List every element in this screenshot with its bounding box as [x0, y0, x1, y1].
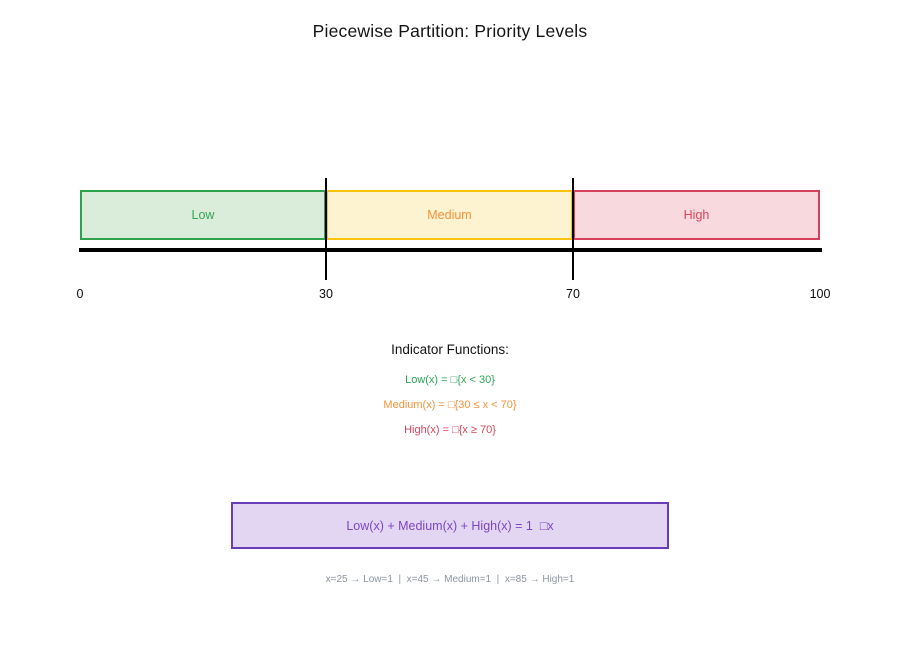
tick-label-100: 100	[809, 287, 831, 301]
tick-label-70: 70	[566, 287, 580, 301]
region-label-low: Low	[191, 208, 215, 222]
region-box-high: High	[573, 190, 820, 240]
indicator-heading: Indicator Functions:	[391, 342, 509, 357]
tick-label-0: 0	[76, 287, 84, 301]
number-line-axis	[79, 248, 822, 252]
sum-identity-box: Low(x) + Medium(x) + High(x) = 1 □x	[231, 502, 669, 549]
sum-identity-text: Low(x) + Medium(x) + High(x) = 1 □x	[346, 518, 554, 533]
indicator-high: High(x) = □{x ≥ 70}	[404, 424, 496, 436]
boundary-tick-30	[325, 178, 327, 280]
region-label-high: High	[683, 208, 710, 222]
indicator-low: Low(x) = □{x < 30}	[405, 374, 495, 386]
example-mapping-text: x=25 → Low=1 | x=45 → Medium=1 | x=85 → …	[325, 574, 575, 585]
tick-label-30: 30	[319, 287, 333, 301]
indicator-medium: Medium(x) = □{30 ≤ x < 70}	[383, 399, 517, 411]
figure-title: Piecewise Partition: Priority Levels	[312, 21, 588, 41]
region-box-low: Low	[80, 190, 326, 240]
boundary-tick-70	[572, 178, 574, 280]
region-label-medium: Medium	[427, 208, 472, 222]
region-box-medium: Medium	[326, 190, 573, 240]
